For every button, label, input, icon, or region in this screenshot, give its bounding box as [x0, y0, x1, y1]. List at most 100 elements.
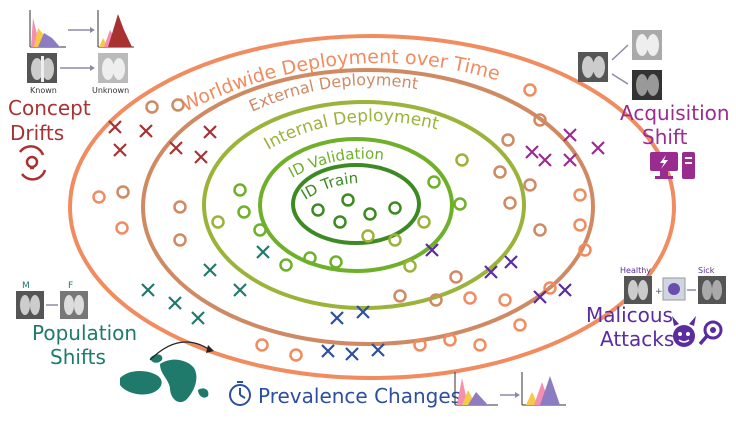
prevalence-changes-panel: Prevalence Changes	[229, 372, 566, 408]
population-shift-panel: M F Population Shifts	[16, 281, 214, 403]
sample-cross-marker	[371, 343, 385, 357]
sample-circle-marker	[233, 183, 247, 197]
xray-known-icon	[27, 53, 57, 83]
concept-drift-panel: Known Unknown Concept Drifts	[8, 10, 134, 181]
sample-cross-marker	[233, 283, 247, 297]
sample-cross-marker	[356, 305, 370, 319]
sample-circle-marker	[513, 318, 527, 332]
distribution-chart-known-icon	[29, 10, 66, 48]
sample-circle-marker	[289, 348, 303, 362]
sample-circle-marker	[455, 153, 469, 167]
sample-circle-marker	[92, 190, 106, 204]
sample-circle-marker	[211, 215, 225, 229]
sample-circle-marker	[417, 215, 431, 229]
sample-cross-marker	[538, 153, 552, 167]
sample-circle-marker	[523, 178, 537, 192]
computer-lightning-icon	[650, 152, 695, 179]
sample-circle-marker	[333, 215, 347, 229]
sample-circle-marker	[533, 113, 547, 127]
sample-circle-marker	[523, 83, 537, 97]
sample-circle-marker	[279, 258, 293, 272]
ring-internal	[202, 100, 526, 310]
sample-cross-marker	[558, 283, 572, 297]
sample-circle-marker	[237, 205, 251, 219]
known-label: Known	[30, 86, 57, 95]
sample-circle-marker	[116, 185, 130, 199]
sample-circle-marker	[341, 193, 355, 207]
sample-circle-marker	[393, 289, 407, 303]
sample-cross-marker	[141, 283, 155, 297]
xray-sick-icon	[698, 276, 726, 304]
healthy-label: Healthy	[620, 266, 651, 275]
sample-circle-marker	[449, 270, 463, 284]
sample-cross-marker	[194, 150, 208, 164]
sample-circle-marker	[311, 203, 325, 217]
malicious-attacks-panel: Healthy Sick + Malicous Attacks	[586, 266, 726, 351]
sick-label: Sick	[698, 266, 715, 275]
sample-cross-marker	[191, 311, 205, 325]
sample-circle-marker	[427, 175, 441, 189]
bug-search-icon	[698, 320, 723, 346]
sample-cross-marker	[330, 311, 344, 325]
sample-cross-marker	[533, 290, 547, 304]
arrow-icon	[611, 44, 629, 61]
male-label: M	[22, 281, 30, 291]
sample-cross-marker	[504, 255, 518, 269]
sample-cross-marker	[169, 141, 183, 155]
sample-cross-marker	[203, 125, 217, 139]
sample-cross-marker	[425, 243, 439, 257]
sample-cross-marker	[484, 265, 498, 279]
distribution-chart-unknown-icon	[97, 10, 134, 48]
lightbulb-cycle-icon	[18, 145, 47, 181]
acquisition-title-line1: Acquisition	[620, 101, 730, 125]
xray-healthy-icon	[624, 276, 652, 304]
sample-circle-marker	[388, 233, 402, 247]
xray-source-icon	[578, 52, 608, 82]
sample-circle-marker	[463, 291, 477, 305]
female-label: F	[68, 281, 73, 291]
sample-circle-marker	[329, 255, 343, 269]
stopwatch-icon	[229, 381, 251, 406]
adversarial-noise-icon	[662, 277, 686, 301]
xray-target-1-icon	[632, 30, 662, 60]
sample-cross-marker	[139, 124, 153, 138]
sample-cross-marker	[525, 145, 539, 159]
sample-circle-marker	[361, 229, 375, 243]
concept-drift-title-line1: Concept	[8, 96, 91, 120]
xray-male-icon	[16, 291, 44, 319]
sample-cross-marker	[203, 263, 217, 277]
sample-cross-marker	[563, 153, 577, 167]
plus-icon: +	[655, 287, 663, 297]
sample-circle-marker	[173, 233, 187, 247]
malicious-title-line1: Malicous	[586, 303, 673, 327]
sample-circle-marker	[171, 98, 185, 112]
sample-cross-marker	[168, 296, 182, 310]
migration-arrow-icon	[149, 341, 211, 361]
ring-validation	[258, 137, 454, 273]
population-title-line2: Shifts	[50, 345, 106, 369]
xray-unknown-icon	[98, 53, 128, 83]
sample-circle-marker	[501, 133, 515, 147]
sample-cross-marker	[345, 347, 359, 361]
sample-circle-marker	[503, 196, 517, 210]
sample-circle-marker	[498, 293, 512, 307]
unknown-label: Unknown	[92, 86, 129, 95]
sample-circle-marker	[145, 100, 159, 114]
xray-target-2-icon	[632, 70, 662, 100]
sample-cross-marker	[113, 143, 127, 157]
sample-circle-marker	[303, 251, 317, 265]
sample-circle-marker	[493, 165, 507, 179]
xray-female-icon	[60, 291, 88, 319]
sample-circle-marker	[115, 221, 129, 235]
world-map-icon	[120, 354, 209, 403]
ring-worldwide	[68, 34, 676, 380]
population-title-line1: Population	[32, 321, 137, 345]
prevalence-title: Prevalence Changes	[258, 384, 461, 408]
sample-circle-marker	[429, 293, 443, 307]
sample-cross-marker	[256, 245, 270, 259]
sample-circle-marker	[473, 338, 487, 352]
sample-circle-marker	[403, 259, 417, 273]
sample-circle-marker	[573, 218, 587, 232]
sample-cross-marker	[563, 128, 577, 142]
